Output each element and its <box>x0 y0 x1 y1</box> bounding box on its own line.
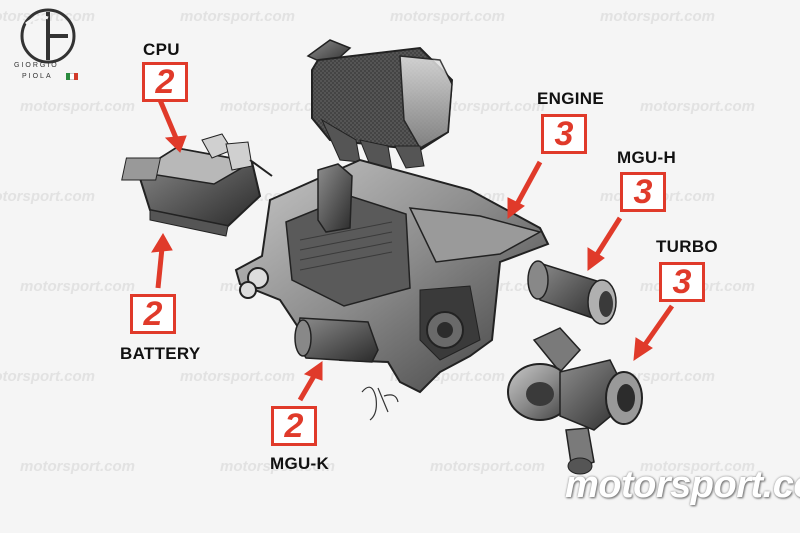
airbox <box>306 39 454 171</box>
watermark-text: motorsport.com <box>180 8 296 25</box>
arrow-cpu <box>157 99 187 153</box>
flag-white <box>70 73 74 80</box>
turbo-unit <box>507 327 643 475</box>
watermark-text: motorsport.com <box>600 8 716 25</box>
logo-name-first: GIORGIO <box>14 62 59 69</box>
label-battery: BATTERY <box>120 344 201 363</box>
arrow-mguk <box>297 361 323 402</box>
watermark-text: motorsport.com <box>0 368 96 385</box>
arrow-mguh <box>587 216 623 271</box>
motorsport-brand-logo: motorsport.com <box>565 464 800 506</box>
count-box-engine: 3 <box>541 114 587 154</box>
label-cpu: CPU <box>143 40 180 59</box>
watermark-text: motorsport.com <box>180 368 296 385</box>
watermark-text: motorsport.com <box>220 458 336 475</box>
arrows <box>151 99 675 402</box>
arrow-engine <box>507 160 543 219</box>
arrow-turbo <box>633 304 675 361</box>
count-box-turbo: 3 <box>659 262 705 302</box>
count-box-mguh: 3 <box>620 172 666 212</box>
mgu-h-unit <box>527 260 617 325</box>
cpu-battery-unit <box>121 133 273 237</box>
flag-green <box>66 73 70 80</box>
count-box-cpu: 2 <box>142 62 188 102</box>
watermark-text: motorsport.com <box>430 458 546 475</box>
label-mguh: MGU-H <box>617 148 677 167</box>
watermark-text: motorsport.com <box>20 278 136 295</box>
count-box-battery: 2 <box>130 294 176 334</box>
mgu-k-unit <box>294 317 379 363</box>
count-box-mguk: 2 <box>271 406 317 446</box>
watermark-text: motorsport.com <box>20 458 136 475</box>
logo-name-last: PIOLA <box>22 73 53 80</box>
watermark-text: motorsport.com <box>20 98 136 115</box>
watermark-text: motorsport.com <box>390 8 506 25</box>
label-engine: ENGINE <box>537 89 604 108</box>
watermark-text: motorsport.com <box>640 458 756 475</box>
watermark-text: motorsport.com <box>0 188 96 205</box>
arrow-battery <box>151 233 173 289</box>
artist-signature <box>361 386 399 421</box>
flag-red <box>74 73 78 80</box>
label-turbo: TURBO <box>656 237 718 256</box>
giorgio-piola-logo <box>20 8 76 64</box>
watermark-text: motorsport.com <box>430 98 546 115</box>
engine-block <box>234 158 550 394</box>
label-mguk: MGU-K <box>270 454 330 473</box>
watermark-text: motorsport.com <box>220 98 336 115</box>
watermark-text: motorsport.com <box>640 98 756 115</box>
